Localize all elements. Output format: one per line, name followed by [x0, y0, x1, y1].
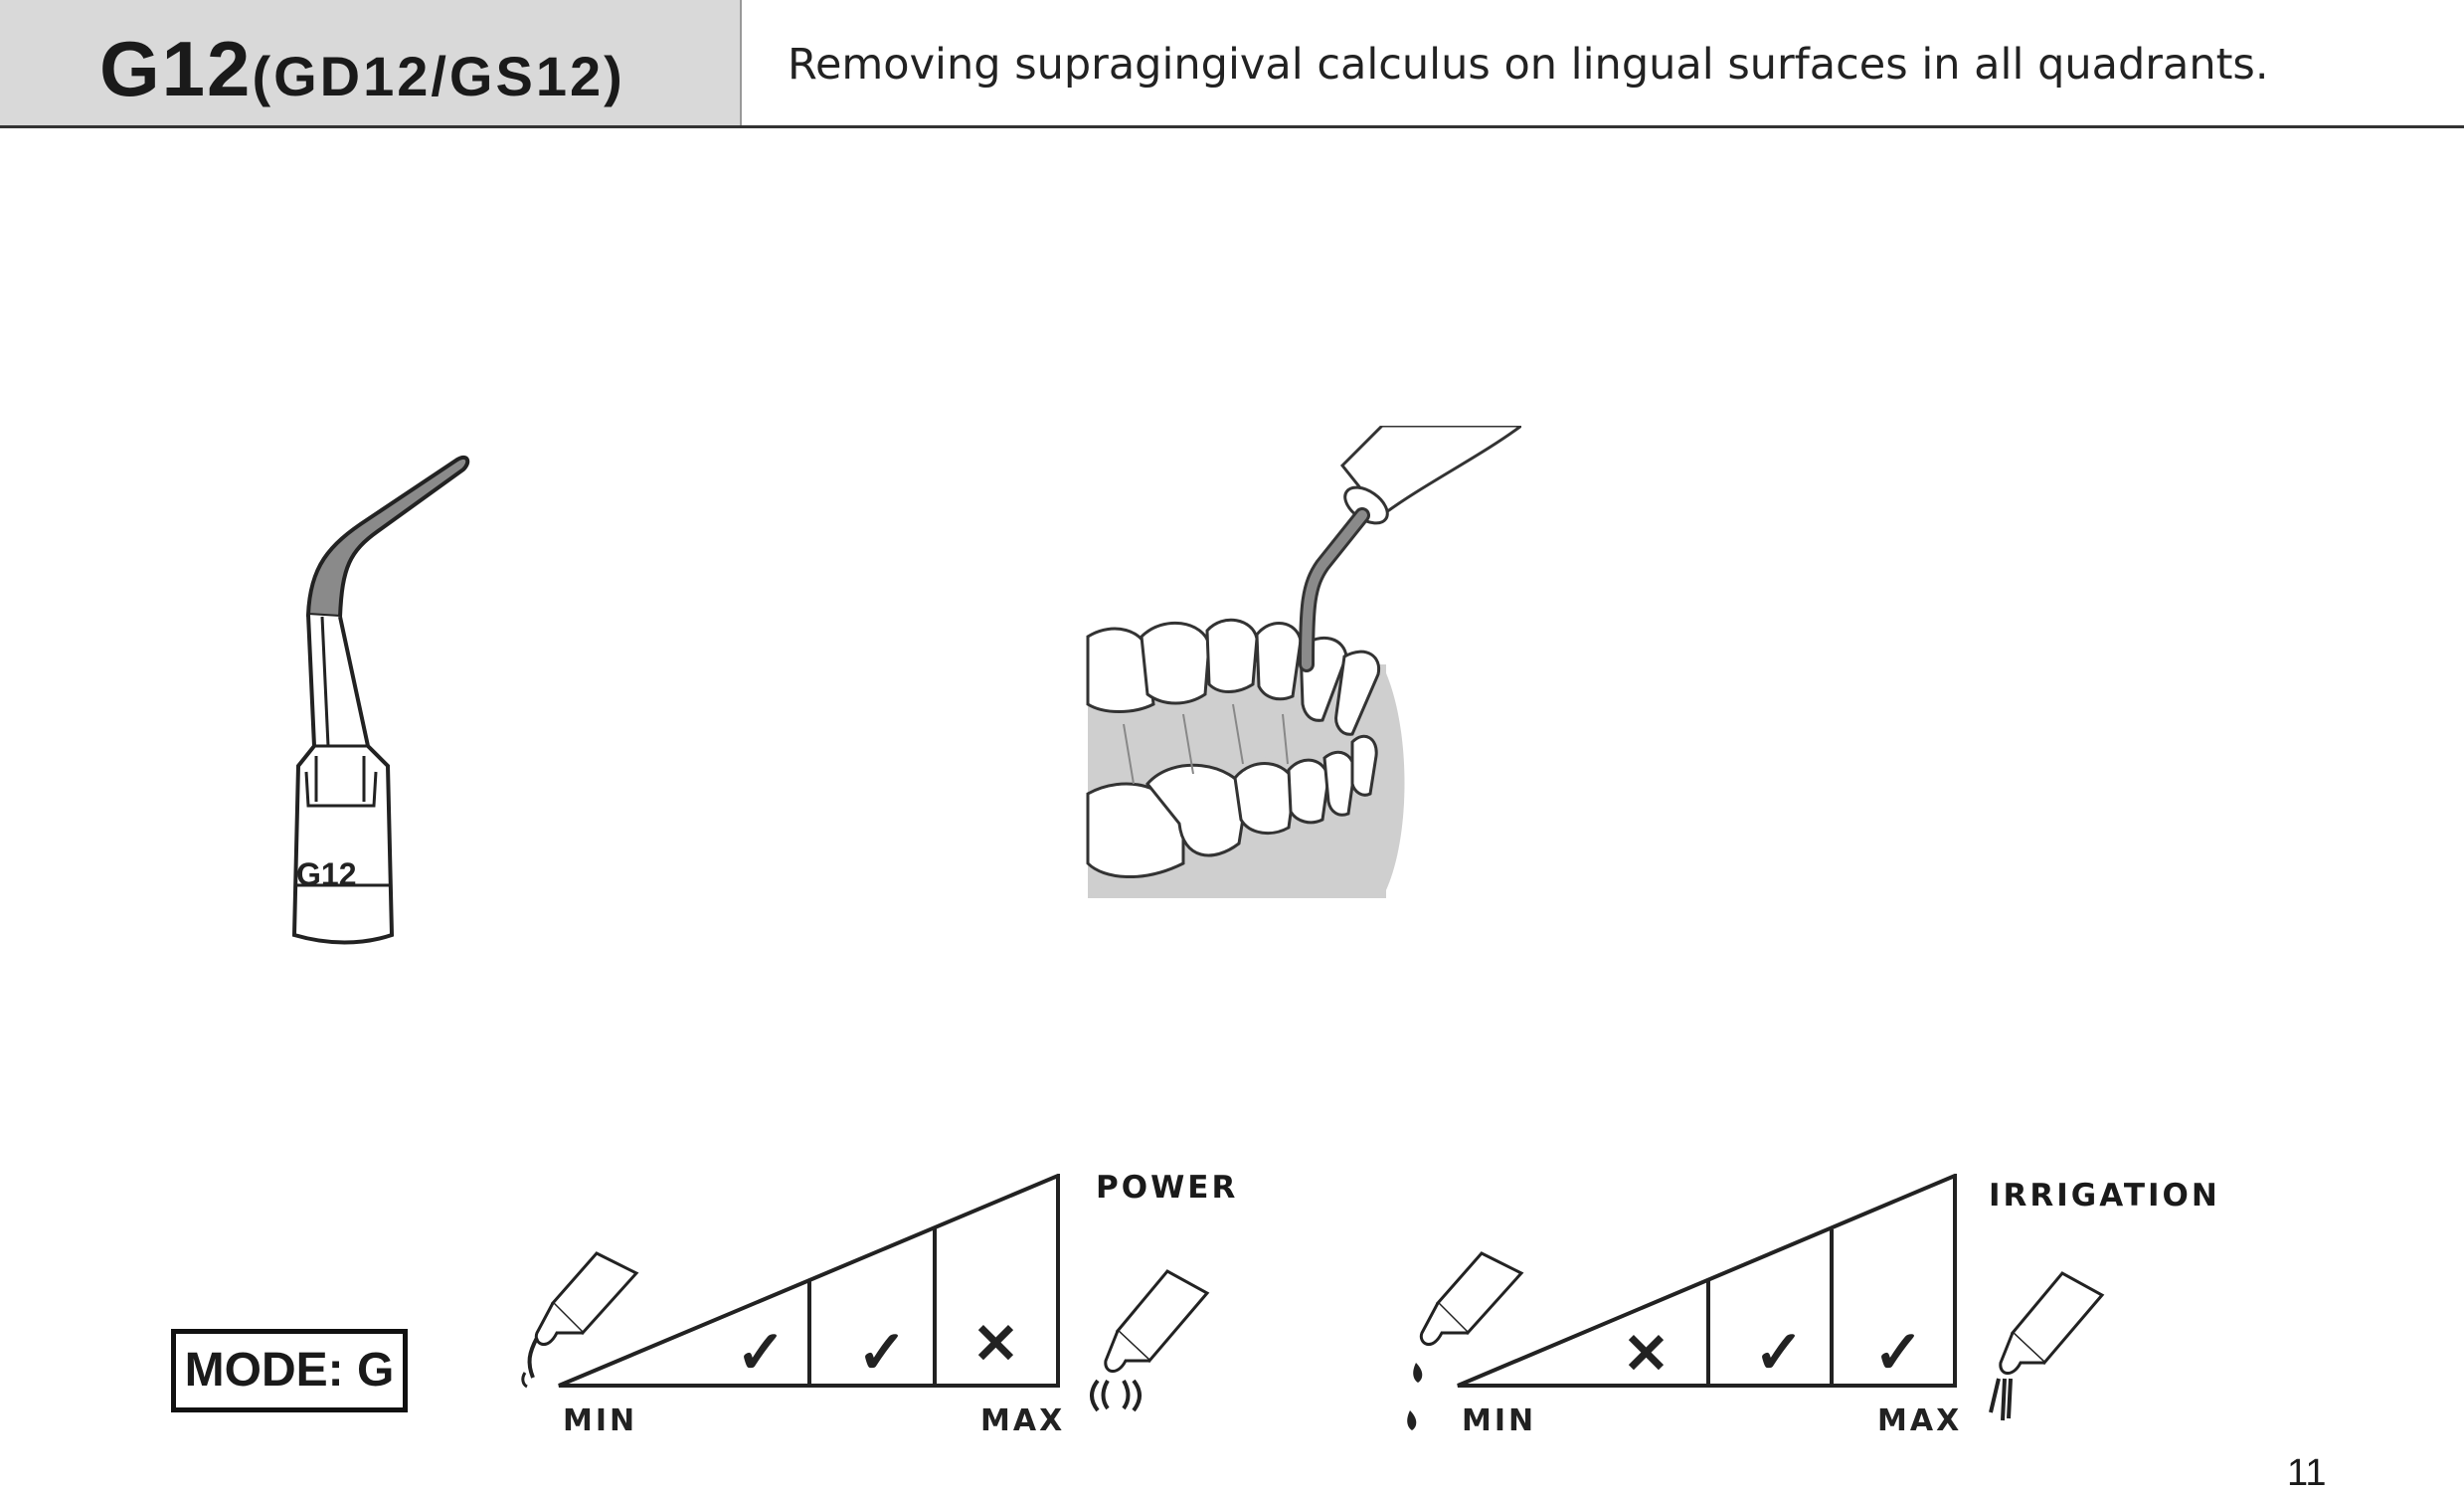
- handpiece-max-power-icon: [1090, 1269, 1210, 1412]
- scaler-tip-illustration: G12: [291, 455, 470, 945]
- irrigation-level-1-mark: ✕: [1623, 1322, 1670, 1385]
- tip-description: Removing supragingival calculus on lingu…: [788, 40, 2269, 90]
- mode-label: MODE: G: [171, 1329, 408, 1412]
- page-number: 11: [2287, 1452, 2327, 1494]
- irrigation-max-label: MAX: [1877, 1403, 1962, 1438]
- irrigation-level-2-mark: ✓: [1754, 1319, 1804, 1386]
- power-level-3-mark: ✕: [972, 1312, 1019, 1375]
- model-variants: (GD12/GS12): [252, 45, 625, 107]
- title-box: G12(GD12/GS12): [0, 0, 742, 125]
- irrigation-min-label: MIN: [1462, 1403, 1536, 1438]
- handpiece-min-power-icon: [521, 1251, 639, 1389]
- teeth-illustration: [1086, 426, 1521, 898]
- power-scale: ✓ ✓ ✕ MIN MAX: [521, 1174, 1065, 1438]
- model-name: G12: [99, 25, 253, 112]
- irrigation-scale: ✕ ✓ ✓ MIN MAX: [1407, 1174, 1962, 1438]
- handpiece-min-irrigation-icon: [1407, 1251, 1524, 1430]
- page-header: G12(GD12/GS12) Removing supragingival ca…: [0, 0, 2464, 128]
- handpiece-max-irrigation-icon: [1989, 1271, 2105, 1421]
- irrigation-title: IRRIGATION: [1989, 1178, 2220, 1214]
- irrigation-level-3-mark: ✓: [1873, 1319, 1923, 1386]
- power-max-label: MAX: [980, 1403, 1065, 1438]
- tip-engraving: G12: [296, 856, 356, 892]
- model-title: G12(GD12/GS12): [99, 24, 625, 114]
- power-level-2-mark: ✓: [857, 1319, 907, 1386]
- power-title: POWER: [1096, 1170, 1239, 1206]
- power-min-label: MIN: [563, 1403, 637, 1438]
- power-level-1-mark: ✓: [736, 1319, 786, 1386]
